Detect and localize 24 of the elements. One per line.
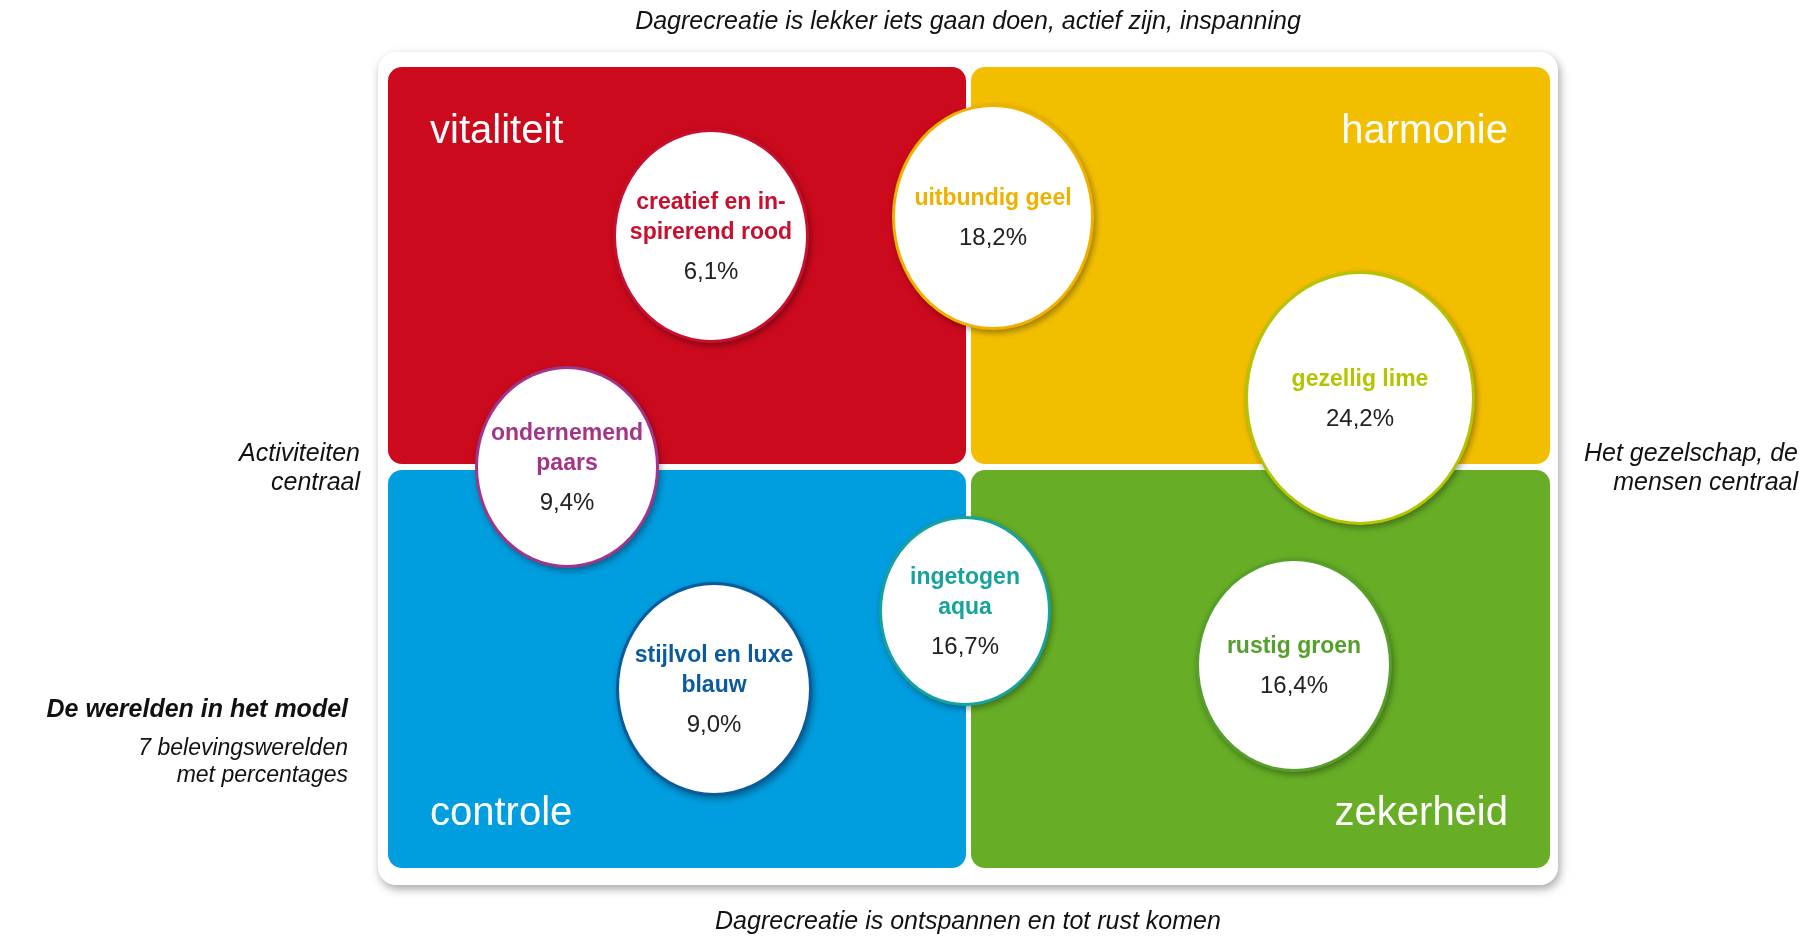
world-name: uitbundig geel <box>913 183 1073 213</box>
percentage: 18,2% <box>958 222 1028 251</box>
percentage: 9,4% <box>539 487 595 516</box>
axis-note: Dagrecreatie is lekker iets gaan doen, actief zijn, inspanning <box>634 6 1302 35</box>
quadrant-title: zekerheid <box>1334 789 1508 834</box>
percentage: 6,1% <box>683 256 739 285</box>
world-name: ondernemend paars <box>489 418 645 477</box>
quadrant-title: harmonie <box>1341 107 1508 152</box>
axis-note: Dagrecreatie is ontspannen en tot rust komen <box>714 906 1222 935</box>
quadrant-title: controle <box>430 789 573 834</box>
world-name: creatief en in-spirerend rood <box>628 187 794 246</box>
quadrant-title: vitaliteit <box>430 107 564 152</box>
axis-note: Het gezelschap, de mensen centraal <box>1582 438 1798 496</box>
caption: 7 belevingswerelden met percentages <box>137 734 348 788</box>
title: De werelden in het model <box>46 694 348 723</box>
world-name: gezellig lime <box>1290 364 1430 394</box>
world-name: stijlvol en luxe blauw <box>633 640 795 699</box>
percentage: 16,4% <box>1259 670 1329 699</box>
axis-note: Activiteiten centraal <box>237 438 360 496</box>
percentage: 9,0% <box>686 709 742 738</box>
percentage: 24,2% <box>1325 403 1395 432</box>
percentage: 16,7% <box>930 631 1000 660</box>
world-name: ingetogen aqua <box>909 562 1021 621</box>
world-name: rustig groen <box>1225 631 1363 661</box>
